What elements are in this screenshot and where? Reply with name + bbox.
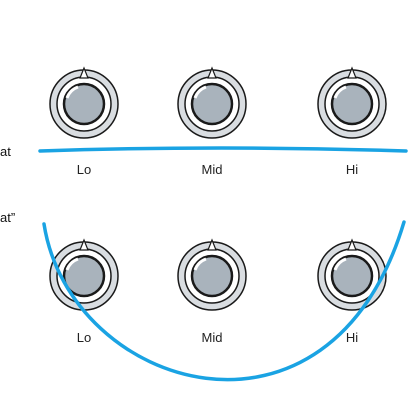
knob-mid-row1[interactable] xyxy=(177,66,247,139)
knob-lo-row1[interactable] xyxy=(49,66,119,139)
flat-curve xyxy=(38,146,408,153)
knob-label-lo-row1: Lo xyxy=(76,162,92,177)
knob-label-mid-row1: Mid xyxy=(201,162,223,177)
knob-lo-row2[interactable] xyxy=(49,238,119,311)
knob-label-hi-row1: Hi xyxy=(345,162,359,177)
knob-label-hi-row2: Hi xyxy=(345,330,359,345)
row1-side-text: at xyxy=(0,144,11,159)
row2-side-text: at” xyxy=(0,210,16,225)
knob-mid-row2[interactable] xyxy=(177,238,247,311)
knob-label-mid-row2: Mid xyxy=(201,330,223,345)
knob-label-lo-row2: Lo xyxy=(76,330,92,345)
knob-hi-row2[interactable] xyxy=(317,238,387,311)
knob-hi-row1[interactable] xyxy=(317,66,387,139)
smile-curve xyxy=(42,220,406,382)
